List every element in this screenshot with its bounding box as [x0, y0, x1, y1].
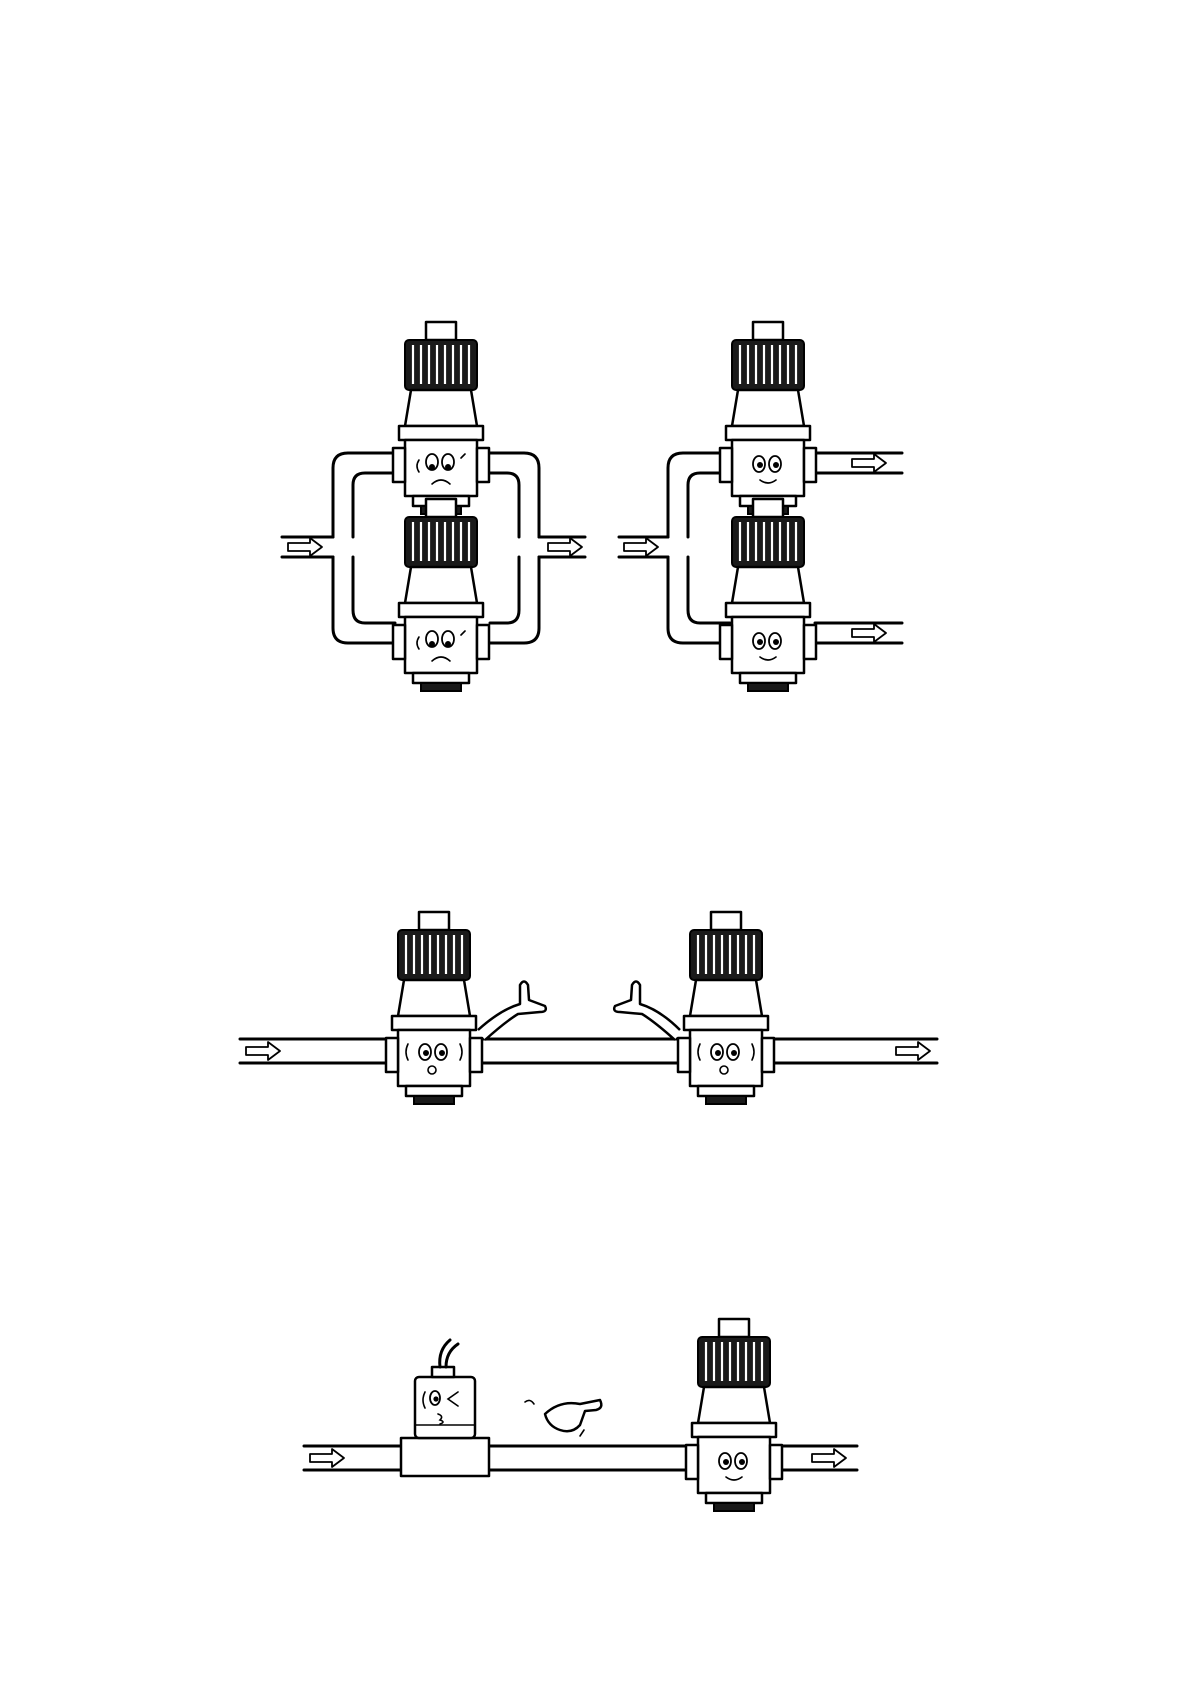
flow-arrow-icon [852, 454, 886, 472]
valve-top [393, 322, 489, 514]
flow-arrow-icon [246, 1042, 280, 1060]
valve-bottom [393, 499, 489, 691]
flow-arrow-icon [310, 1449, 344, 1467]
panel-parallel-left [282, 322, 585, 691]
flow-arrow-icon [896, 1042, 930, 1060]
pointing-hand-icon [525, 1400, 601, 1436]
valve-bottom [720, 499, 816, 691]
valve-top [720, 322, 816, 514]
pointing-hand-icon [614, 982, 680, 1041]
flow-arrow-icon [812, 1449, 846, 1467]
panel-solenoid-regulator [304, 1319, 857, 1511]
valve-regulator [686, 1319, 782, 1511]
flow-arrow-icon [852, 624, 886, 642]
panel-series [240, 912, 937, 1104]
solenoid-valve-icon [401, 1340, 489, 1476]
panel-parallel-right [619, 322, 902, 691]
flow-arrow-icon [288, 538, 322, 556]
flow-arrow-icon [624, 538, 658, 556]
valve-second [678, 912, 774, 1104]
pointing-hand-icon [478, 982, 546, 1041]
flow-arrow-icon [548, 538, 582, 556]
valve-first [386, 912, 482, 1104]
